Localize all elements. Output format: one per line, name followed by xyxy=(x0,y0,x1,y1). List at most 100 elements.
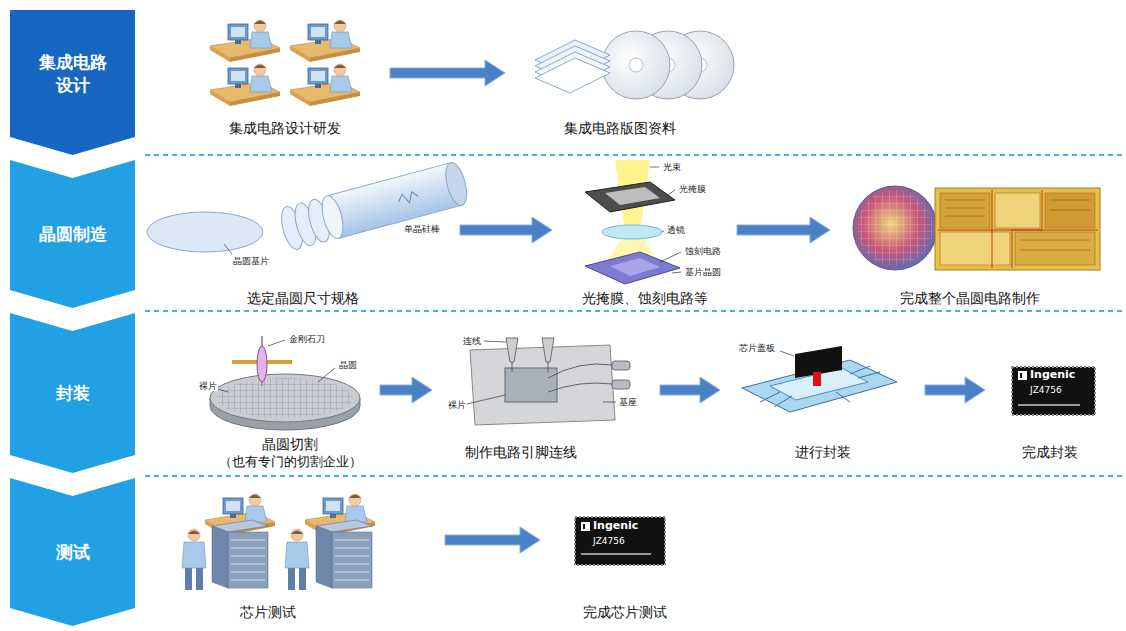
flow-arrow xyxy=(925,377,985,403)
band-chevron xyxy=(10,160,135,308)
design-team-illustration-part xyxy=(290,64,360,106)
chip-marking: JZ4756 xyxy=(1030,385,1062,395)
flow-arrow xyxy=(660,377,720,403)
step-caption: 制作电路引脚连线 xyxy=(465,444,577,462)
chip-testing-illustration-part xyxy=(212,520,268,588)
wafer-dicing-illustration-part xyxy=(214,340,335,392)
wafer-dicing-illustration-part xyxy=(210,374,360,422)
lithography-illustration-part xyxy=(585,182,675,212)
packaging-illustration-part-part xyxy=(858,372,880,378)
finished-wafer-illustration xyxy=(853,186,1100,270)
process-step: 制作电路引脚连线 xyxy=(432,330,660,461)
row-divider xyxy=(145,155,1126,476)
wire-bonding-illustration-part xyxy=(612,361,630,370)
packaging-illustration-part-part xyxy=(836,392,850,402)
wire-bonding-illustration-part-part xyxy=(548,364,612,378)
layout-documents-illustration xyxy=(535,31,734,99)
step-caption: 选定晶圆尺寸规格 xyxy=(247,290,359,308)
finished-wafer-illustration-part xyxy=(935,188,1100,270)
stage-band: 集成电路 设计 xyxy=(10,10,135,155)
row-divider-part xyxy=(145,154,1126,156)
wafer-and-ingot-illustration-part-part xyxy=(318,194,347,241)
wafer-and-ingot-illustration-part xyxy=(224,244,232,254)
caption-area: 进行封装 xyxy=(720,444,925,462)
chip-testing-illustration xyxy=(182,494,375,590)
layout-documents-illustration-part xyxy=(629,58,643,72)
band-label: 集成电路 设计 xyxy=(38,51,108,95)
packaging-illustration-part-part xyxy=(760,392,780,402)
caption-area: 光掩膜、蚀刻电路等 xyxy=(552,290,737,308)
packaging-illustration xyxy=(742,346,897,412)
lithography-illustration-part xyxy=(650,167,681,273)
lithography-illustration-part xyxy=(585,252,680,284)
process-step: 芯片测试 xyxy=(160,485,445,621)
chip-marking: Ingenic xyxy=(593,520,638,533)
packaged-chip-illustration xyxy=(1012,367,1095,415)
lithography-illustration-part-part xyxy=(672,272,681,273)
wire-bonding-illustration-part xyxy=(512,362,612,392)
wire-bonding-illustration-part-part xyxy=(603,402,616,403)
wafer-dicing-illustration-part xyxy=(257,346,267,382)
flow-arrow xyxy=(390,60,505,86)
design-team-illustration-part xyxy=(210,20,280,62)
step-caption: 完成芯片测试 xyxy=(583,604,667,622)
part-label: 晶圆基片 xyxy=(232,256,270,266)
tested-chip-illustration xyxy=(575,517,665,565)
tested-chip-illustration-part xyxy=(581,522,590,531)
wire-bonding-illustration-part xyxy=(505,368,557,402)
packaged-chip-illustration-part xyxy=(1018,404,1080,406)
step-caption: 进行封装 xyxy=(795,444,851,462)
process-step: 光掩膜、蚀刻电路等 xyxy=(552,162,737,307)
lithography-illustration-part-part xyxy=(660,252,681,262)
step-caption: 芯片测试 xyxy=(240,604,296,622)
lithography-illustration-part xyxy=(610,258,660,276)
wire-bonding-illustration-part-part xyxy=(467,395,505,404)
wire-bonding-illustration-part xyxy=(467,341,616,404)
process-step: 进行封装 xyxy=(720,340,925,461)
finished-wafer-illustration-part xyxy=(945,200,1090,250)
part-label: 光掩膜 xyxy=(678,184,707,194)
step-caption: 完成封装 xyxy=(1022,444,1078,462)
caption-area: 集成电路版图资料 xyxy=(505,120,735,138)
finished-wafer-illustration-part xyxy=(853,186,937,270)
part-label: 芯片盖板 xyxy=(738,343,776,353)
stage-band: 晶圆制造 xyxy=(10,160,135,308)
band-chevron xyxy=(10,478,135,626)
band-text-area: 封装 xyxy=(10,331,135,455)
wire-bonding-illustration-part xyxy=(506,338,518,362)
step-caption: 晶圆切割 xyxy=(262,436,318,454)
band-label: 晶圆制造 xyxy=(38,223,108,245)
wire-bonding-illustration-part-part xyxy=(548,362,549,372)
lithography-illustration-part-part xyxy=(662,231,664,232)
lithography-illustration-part-part xyxy=(650,167,659,168)
layout-documents-illustration-part xyxy=(535,58,610,93)
wafer-dicing-illustration-part-part xyxy=(318,368,335,382)
chip-marking: JZ4756 xyxy=(593,536,625,546)
chip-testing-illustration-part xyxy=(316,520,372,588)
step-caption: 完成整个晶圆电路制作 xyxy=(900,290,1040,308)
part-label: 基片晶圆 xyxy=(684,267,722,277)
part-label: 基座 xyxy=(618,397,638,407)
band-text-area: 晶圆制造 xyxy=(10,178,135,290)
packaging-illustration-part xyxy=(780,351,794,356)
wire-bonding-illustration-part-part xyxy=(484,341,506,342)
design-team-illustration-part xyxy=(210,64,280,106)
finished-wafer-illustration-part xyxy=(1045,193,1095,228)
caption-area: 选定晶圆尺寸规格 xyxy=(145,290,460,308)
flow-arrow xyxy=(380,377,432,403)
lithography-illustration xyxy=(585,160,681,284)
packaged-chip-illustration-part xyxy=(1012,367,1095,415)
chip-testing-illustration-part xyxy=(182,529,206,590)
design-team-illustration xyxy=(210,20,360,106)
caption-area: 晶圆切割（也有专门的切割企业） xyxy=(200,436,380,470)
wire-bonding-illustration-part-part xyxy=(512,362,513,372)
process-step: 晶圆切割（也有专门的切割企业） xyxy=(200,325,380,470)
wafer-and-ingot-illustration-part-part xyxy=(442,160,471,207)
lithography-illustration-part xyxy=(605,187,660,205)
layout-documents-illustration-part xyxy=(602,31,670,99)
band-chevron xyxy=(10,10,135,155)
finished-wafer-illustration-part xyxy=(857,190,933,266)
row-divider-part xyxy=(145,475,1126,477)
process-step: 集成电路版图资料 xyxy=(505,15,735,137)
